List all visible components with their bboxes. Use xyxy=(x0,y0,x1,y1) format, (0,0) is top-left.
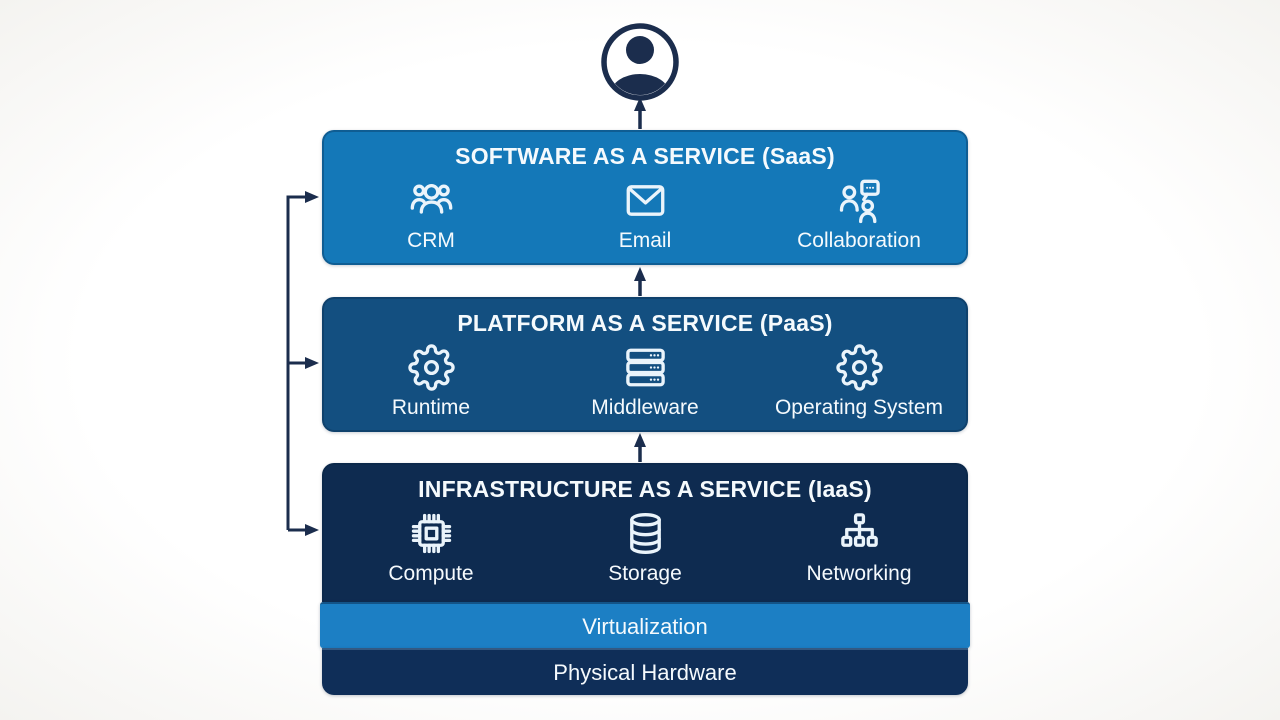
database-icon xyxy=(629,513,661,554)
saas-layer-box: SOFTWARE AS A SERVICE (SaaS) CRM E xyxy=(322,130,968,265)
server-stack-icon xyxy=(625,348,665,387)
iaas-items-row: Compute Storage Netwo xyxy=(324,510,966,586)
iaas-item-networking: Networking xyxy=(752,510,966,586)
gear-icon xyxy=(407,344,455,391)
left-bracket-connector xyxy=(286,191,319,536)
saas-item-label: CRM xyxy=(407,229,455,252)
paas-item-label: Operating System xyxy=(774,396,944,419)
iaas-item-storage: Storage xyxy=(538,510,752,586)
saas-item-email: Email xyxy=(538,177,752,253)
paas-item-runtime: Runtime xyxy=(324,344,538,420)
network-icon xyxy=(840,513,878,547)
saas-title: SOFTWARE AS A SERVICE (SaaS) xyxy=(455,143,835,169)
gear-icon xyxy=(835,344,883,391)
chip-icon xyxy=(411,513,451,554)
user-avatar-icon xyxy=(601,23,679,101)
paas-item-operating-system: Operating System xyxy=(752,344,966,420)
physical-hardware-band: Physical Hardware xyxy=(322,648,968,695)
iaas-item-label: Networking xyxy=(806,562,912,585)
saas-item-collaboration: Collaboration xyxy=(752,177,966,253)
iaas-item-compute: Compute xyxy=(324,510,538,586)
iaas-item-label: Storage xyxy=(608,562,682,585)
paas-item-middleware: Middleware xyxy=(538,344,752,420)
saas-item-crm: CRM xyxy=(324,177,538,253)
envelope-icon xyxy=(626,185,664,216)
saas-item-label: Email xyxy=(618,229,672,252)
iaas-title: INFRASTRUCTURE AS A SERVICE (IaaS) xyxy=(418,476,872,502)
saas-items-row: CRM Email xyxy=(324,177,966,253)
users-icon xyxy=(410,183,452,214)
iaas-layer-box: INFRASTRUCTURE AS A SERVICE (IaaS) Compu… xyxy=(322,463,968,602)
iaas-item-label: Compute xyxy=(388,562,474,585)
collaboration-icon xyxy=(839,179,880,224)
saas-item-label: Collaboration xyxy=(797,229,921,252)
paas-title: PLATFORM AS A SERVICE (PaaS) xyxy=(457,310,833,336)
paas-items-row: Runtime Middleware Operating Sys xyxy=(324,344,966,420)
paas-item-label: Middleware xyxy=(591,396,699,419)
paas-layer-box: PLATFORM AS A SERVICE (PaaS) Runtime xyxy=(322,297,968,432)
virtualization-band: Virtualization xyxy=(320,602,970,648)
paas-item-label: Runtime xyxy=(391,396,471,419)
